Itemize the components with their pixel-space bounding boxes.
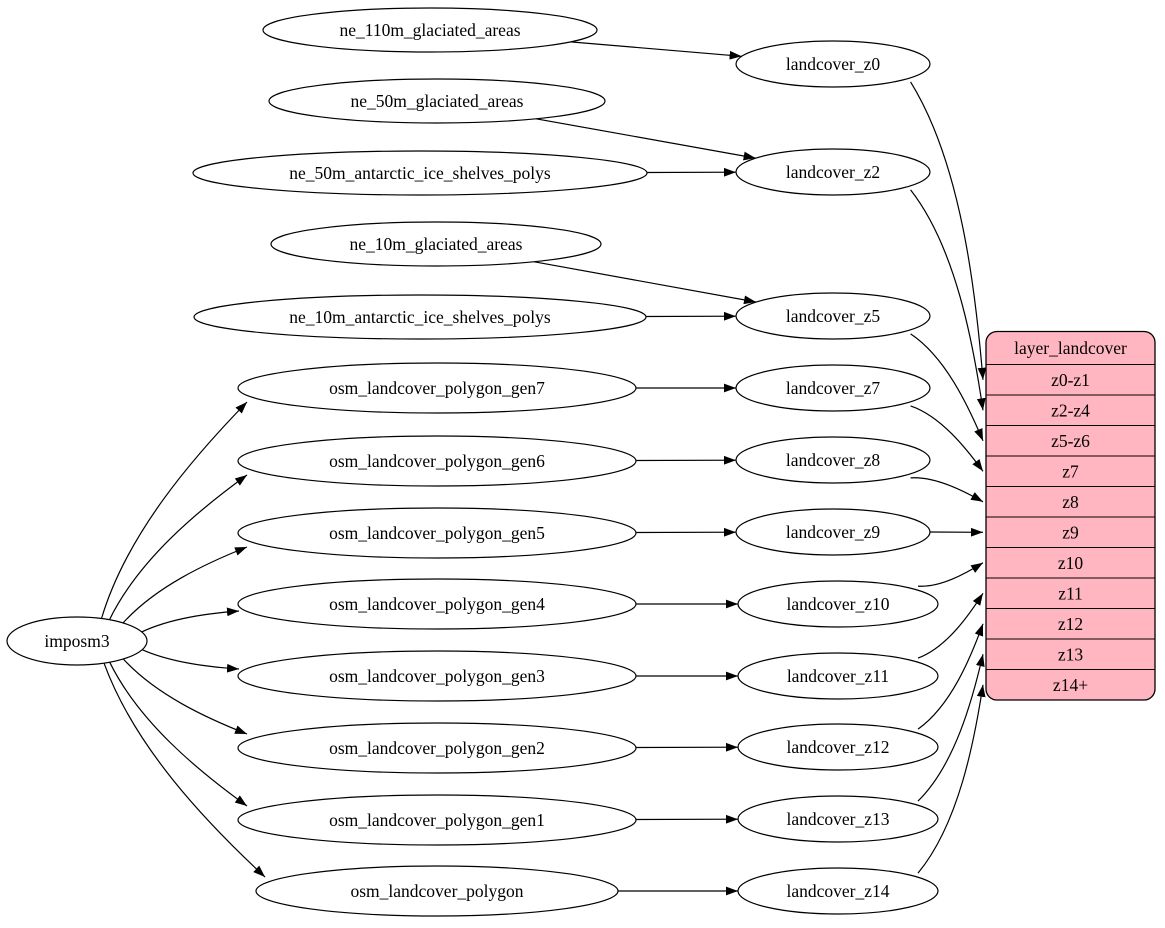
node-label-osm_landcover_polygon_gen2: osm_landcover_polygon_gen2 — [329, 738, 545, 758]
node-label-osm_landcover_polygon: osm_landcover_polygon — [350, 881, 523, 901]
edge-imposm3-osm_landcover_polygon_gen4 — [142, 611, 239, 632]
edge-ne_50m_glaciated_areas-landcover_z2 — [536, 119, 756, 158]
record-row-z9: z9 — [1062, 522, 1079, 542]
node-ne_10m_antarctic_ice_shelves_polys: ne_10m_antarctic_ice_shelves_polys — [194, 295, 646, 339]
record-row-z12: z12 — [1058, 614, 1083, 634]
record-title: layer_landcover — [1014, 338, 1127, 358]
record-row-z7: z7 — [1062, 461, 1079, 481]
node-osm_landcover_polygon_gen5: osm_landcover_polygon_gen5 — [238, 508, 636, 558]
node-label-ne_10m_antarctic_ice_shelves_polys: ne_10m_antarctic_ice_shelves_polys — [289, 307, 551, 327]
edge-landcover_z14-layer_landcover-z14+ — [918, 685, 983, 873]
node-label-landcover_z8: landcover_z8 — [786, 450, 881, 470]
node-osm_landcover_polygon_gen1: osm_landcover_polygon_gen1 — [238, 795, 636, 845]
record-row-z0-z1: z0-z1 — [1051, 370, 1090, 390]
edge-landcover_z8-layer_landcover-z8 — [911, 478, 983, 502]
node-label-landcover_z14: landcover_z14 — [786, 881, 889, 901]
node-label-landcover_z10: landcover_z10 — [786, 594, 889, 614]
node-landcover_z13: landcover_z13 — [738, 796, 938, 842]
node-label-osm_landcover_polygon_gen3: osm_landcover_polygon_gen3 — [329, 666, 545, 686]
node-label-ne_50m_antarctic_ice_shelves_polys: ne_50m_antarctic_ice_shelves_polys — [289, 163, 551, 183]
record-row-z13: z13 — [1058, 644, 1084, 664]
node-imposm3: imposm3 — [7, 617, 147, 665]
edge-imposm3-osm_landcover_polygon_gen7 — [102, 402, 248, 619]
record-row-z5-z6: z5-z6 — [1051, 431, 1090, 451]
record-row-z10: z10 — [1058, 553, 1084, 573]
node-label-landcover_z12: landcover_z12 — [786, 737, 889, 757]
node-label-ne_110m_glaciated_areas: ne_110m_glaciated_areas — [339, 20, 520, 40]
node-label-ne_50m_glaciated_areas: ne_50m_glaciated_areas — [351, 91, 524, 111]
node-osm_landcover_polygon_gen3: osm_landcover_polygon_gen3 — [238, 651, 636, 701]
edge-imposm3-osm_landcover_polygon — [104, 663, 265, 877]
node-landcover_z9: landcover_z9 — [736, 509, 930, 555]
node-ne_110m_glaciated_areas: ne_110m_glaciated_areas — [263, 8, 597, 52]
node-label-osm_landcover_polygon_gen6: osm_landcover_polygon_gen6 — [329, 451, 545, 471]
edge-landcover_z10-layer_landcover-z10 — [918, 563, 983, 586]
node-label-osm_landcover_polygon_gen4: osm_landcover_polygon_gen4 — [329, 594, 545, 614]
node-label-osm_landcover_polygon_gen7: osm_landcover_polygon_gen7 — [329, 378, 545, 398]
edge-imposm3-osm_landcover_polygon_gen3 — [142, 650, 239, 669]
node-label-landcover_z7: landcover_z7 — [786, 378, 881, 398]
edge-imposm3-osm_landcover_polygon_gen6 — [110, 475, 248, 620]
node-osm_landcover_polygon_gen4: osm_landcover_polygon_gen4 — [238, 579, 636, 629]
edge-ne_10m_glaciated_areas-landcover_z5 — [534, 262, 756, 302]
node-label-ne_10m_glaciated_areas: ne_10m_glaciated_areas — [350, 234, 523, 254]
nodes-layer: imposm3 ne_110m_glaciated_areas ne_50m_gla… — [7, 8, 1155, 916]
record-row-z2-z4: z2-z4 — [1051, 400, 1090, 420]
node-label-imposm3: imposm3 — [44, 631, 109, 651]
node-landcover_z10: landcover_z10 — [738, 581, 938, 627]
node-label-landcover_z2: landcover_z2 — [786, 162, 880, 182]
node-landcover_z7: landcover_z7 — [736, 365, 930, 411]
record-row-z11: z11 — [1058, 583, 1083, 603]
node-landcover_z11: landcover_z11 — [738, 653, 938, 699]
node-osm_landcover_polygon_gen7: osm_landcover_polygon_gen7 — [238, 363, 636, 413]
node-label-landcover_z11: landcover_z11 — [787, 666, 889, 686]
node-ne_50m_glaciated_areas: ne_50m_glaciated_areas — [269, 79, 605, 123]
node-osm_landcover_polygon: osm_landcover_polygon — [256, 866, 618, 916]
node-ne_10m_glaciated_areas: ne_10m_glaciated_areas — [271, 222, 601, 266]
record-row-z14+: z14+ — [1053, 675, 1088, 695]
node-label-landcover_z9: landcover_z9 — [786, 522, 881, 542]
edge-imposm3-osm_landcover_polygon_gen1 — [110, 662, 247, 806]
node-landcover_z12: landcover_z12 — [738, 724, 938, 770]
edge-landcover_z2-layer_landcover-z2-z4 — [911, 190, 983, 410]
node-label-landcover_z13: landcover_z13 — [786, 809, 889, 829]
node-landcover_z14: landcover_z14 — [738, 868, 938, 914]
node-landcover_z8: landcover_z8 — [736, 437, 930, 483]
edge-imposm3-osm_landcover_polygon_gen2 — [123, 659, 247, 734]
node-landcover_z0: landcover_z0 — [736, 41, 930, 87]
node-ne_50m_antarctic_ice_shelves_polys: ne_50m_antarctic_ice_shelves_polys — [193, 151, 647, 195]
node-landcover_z5: landcover_z5 — [736, 293, 930, 339]
edge-landcover_z0-layer_landcover-z0-z1 — [911, 82, 983, 380]
node-osm_landcover_polygon_gen6: osm_landcover_polygon_gen6 — [238, 436, 636, 486]
node-osm_landcover_polygon_gen2: osm_landcover_polygon_gen2 — [238, 723, 636, 773]
node-label-osm_landcover_polygon_gen5: osm_landcover_polygon_gen5 — [329, 523, 545, 543]
node-label-osm_landcover_polygon_gen1: osm_landcover_polygon_gen1 — [329, 810, 545, 830]
node-landcover_z2: landcover_z2 — [736, 149, 930, 195]
record-layer_landcover: layer_landcover z0-z1 z2-z4 z5-z6 z7 z8 z9 z10 z… — [986, 332, 1155, 701]
node-label-landcover_z0: landcover_z0 — [786, 54, 881, 74]
record-row-z8: z8 — [1062, 492, 1079, 512]
node-label-landcover_z5: landcover_z5 — [786, 306, 881, 326]
edge-ne_110m_glaciated_areas-landcover_z0 — [571, 42, 742, 56]
